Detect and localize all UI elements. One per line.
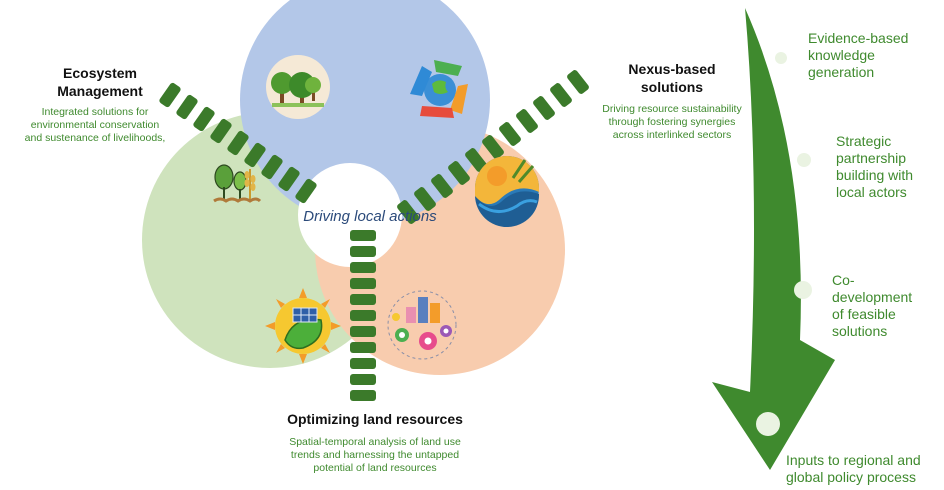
plants-wheat-icon bbox=[213, 164, 262, 203]
step-2-line: partnership bbox=[836, 150, 907, 166]
step-1-line: knowledge bbox=[808, 47, 875, 63]
nexus-title-line2: solutions bbox=[640, 79, 704, 95]
nexus-title-line1: Nexus-based bbox=[628, 61, 716, 77]
arm-ecosystem-stripes bbox=[159, 82, 317, 204]
step-4-line: global policy process bbox=[786, 469, 916, 485]
nexus-desc-line1: Driving resource sustainability bbox=[602, 103, 742, 115]
process-step-1: Evidence-based knowledge generation bbox=[808, 30, 938, 81]
center-label: Driving local actions bbox=[303, 208, 437, 225]
land-desc-line3: potential of land resources bbox=[313, 462, 437, 474]
step-1-line: generation bbox=[808, 64, 875, 80]
step-1-line: Evidence-based bbox=[808, 30, 909, 46]
step-2-line: building with bbox=[836, 167, 914, 183]
recycle-globe-icon bbox=[410, 60, 468, 118]
nexus-description: Driving resource sustainability through … bbox=[582, 103, 762, 142]
land-desc-line1: Spatial-temporal analysis of land use bbox=[289, 436, 461, 448]
arm-nexus-stripes bbox=[397, 70, 589, 224]
ecosystem-desc-line2: environmental conservation bbox=[30, 119, 160, 131]
step-4-line: Inputs to regional and bbox=[786, 452, 921, 468]
nexus-desc-line3: across interlinked sectors bbox=[612, 129, 732, 141]
center-overlap bbox=[298, 163, 402, 267]
ecosystem-desc-line1: Integrated solutions for bbox=[41, 106, 149, 118]
process-step-4: Inputs to regional and global policy pro… bbox=[786, 452, 942, 486]
step-2-line: Strategic bbox=[836, 133, 892, 149]
ecosystem-title: Ecosystem Management bbox=[20, 64, 180, 100]
land-desc-line2: trends and harnessing the untapped bbox=[290, 449, 460, 461]
step-3-line: of feasible bbox=[832, 306, 896, 322]
trees-icon bbox=[266, 55, 330, 119]
smart-city-gears-icon bbox=[387, 290, 457, 360]
nexus-desc-line2: through fostering synergies bbox=[608, 116, 736, 128]
arm-land-stripes bbox=[350, 230, 376, 401]
nexus-title: Nexus-based solutions bbox=[592, 60, 752, 96]
ecosystem-desc-line3: and sustenance of livelihoods, bbox=[24, 132, 166, 144]
step-dot-1 bbox=[775, 52, 787, 64]
solar-panel-icon bbox=[265, 288, 341, 364]
process-step-2: Strategic partnership building with loca… bbox=[836, 133, 941, 201]
process-arrow-body bbox=[712, 8, 835, 470]
step-dot-4 bbox=[756, 412, 780, 436]
ecosystem-title-line1: Ecosystem bbox=[63, 65, 137, 81]
step-dot-3 bbox=[794, 281, 812, 299]
step-3-line: solutions bbox=[832, 323, 888, 339]
land-title: Optimizing land resources bbox=[287, 411, 463, 427]
sun-water-icon bbox=[475, 156, 540, 228]
land-description: Spatial-temporal analysis of land use tr… bbox=[250, 436, 500, 475]
ecosystem-description: Integrated solutions for environmental c… bbox=[0, 106, 190, 145]
process-arrow bbox=[712, 8, 835, 470]
step-3-line: Co- bbox=[832, 272, 855, 288]
step-dot-2 bbox=[797, 153, 811, 167]
process-step-3: Co- development of feasible solutions bbox=[832, 272, 937, 340]
step-3-line: development bbox=[832, 289, 913, 305]
step-2-line: local actors bbox=[836, 184, 907, 200]
ecosystem-title-line2: Management bbox=[57, 83, 143, 99]
